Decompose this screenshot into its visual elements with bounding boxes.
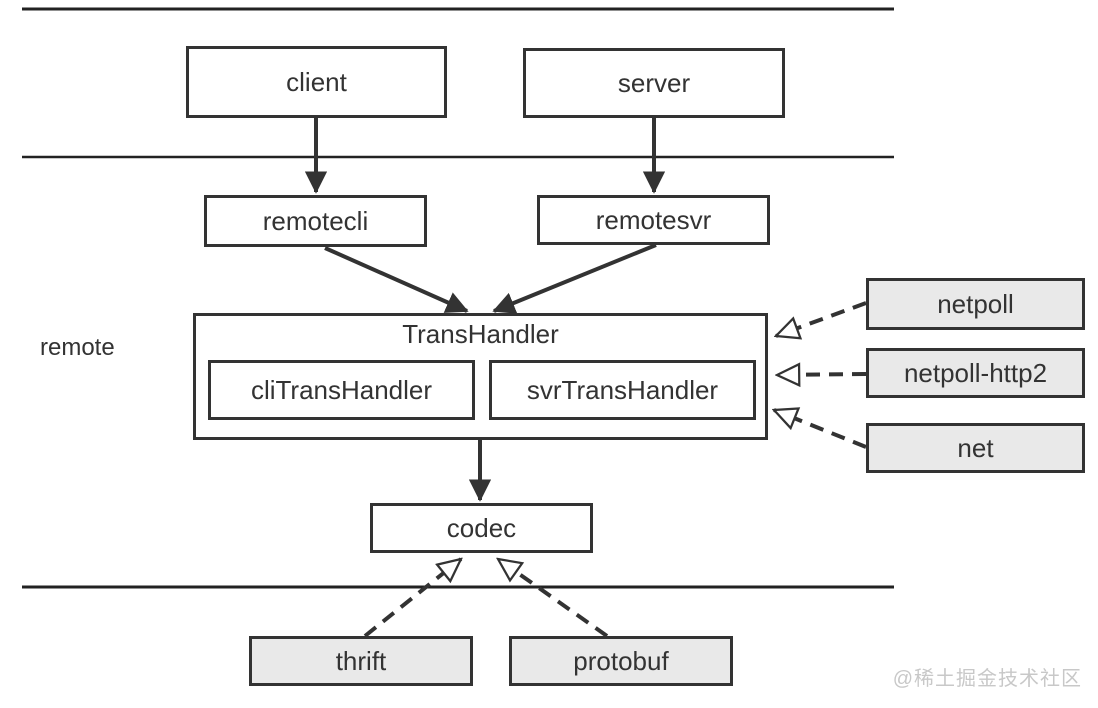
- node-netpoll-http2: netpoll-http2: [866, 348, 1085, 398]
- arrow-net-transhandler: [774, 410, 867, 449]
- watermark-text: @稀土掘金技术社区: [892, 668, 1082, 690]
- node-net: net: [866, 423, 1085, 473]
- node-remotesvr: remotesvr: [537, 195, 770, 245]
- arrow-thrift-codec: [363, 559, 461, 638]
- arrow-netpollhttp2-transhandler: [777, 374, 867, 375]
- node-client: client: [186, 46, 447, 118]
- node-server: server: [523, 48, 785, 118]
- node-remotecli: remotecli: [204, 195, 427, 247]
- node-svr-transhandler: svrTransHandler: [489, 360, 756, 420]
- node-protobuf: protobuf: [509, 636, 733, 686]
- arrow-protobuf-codec: [498, 557, 609, 638]
- node-netpoll: netpoll: [866, 278, 1085, 330]
- node-codec: codec: [370, 503, 593, 553]
- section-label-remote: remote: [40, 334, 115, 361]
- arrow-remotecli-transhandler: [324, 246, 469, 313]
- node-transhandler-title: TransHandler: [402, 319, 559, 349]
- node-cli-transhandler: cliTransHandler: [208, 360, 475, 420]
- arrow-netpoll-transhandler: [776, 301, 867, 336]
- node-thrift: thrift: [249, 636, 473, 686]
- arrow-remotesvr-transhandler: [492, 243, 657, 314]
